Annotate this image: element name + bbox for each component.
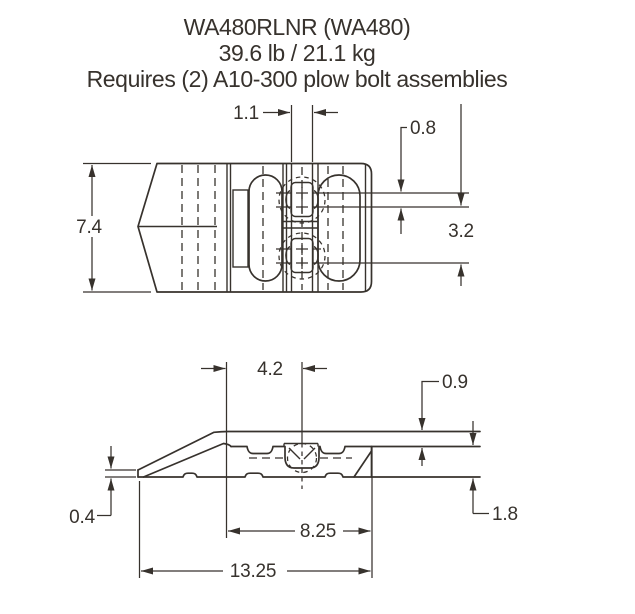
dim-label-8-25: 8.25 [300, 521, 336, 542]
step-recess [232, 189, 249, 268]
left-slot [248, 174, 283, 282]
rear-chamfer [353, 450, 373, 478]
dim-label-3-2: 3.2 [448, 221, 474, 242]
part-number-title: WA480RLNR (WA480) [184, 14, 411, 40]
bolt-hidden-circle [286, 442, 318, 474]
dim-label-1-1: 1.1 [233, 103, 259, 124]
dimension-leader-arrow [418, 380, 439, 430]
body-outline [137, 162, 373, 293]
crosshair [296, 257, 308, 269]
dim-slot-length: 8.25 [228, 521, 371, 542]
dim-hole-pitch: 0.8 [397, 118, 436, 234]
dim-label-1-8: 1.8 [492, 504, 518, 525]
right-slot [317, 174, 361, 282]
extension-line [105, 469, 136, 478]
extension-line [83, 162, 151, 293]
dim-label-0-4: 0.4 [69, 507, 95, 528]
dim-label-4-2: 4.2 [257, 359, 283, 380]
bolt-washer-hidden-circle [278, 232, 326, 280]
side-view: 4.2 0.9 1.8 0.4 8.25 [69, 359, 518, 582]
upper-bolt-feature [278, 176, 326, 224]
dim-overall-length: 13.25 [141, 561, 371, 582]
dimension-leader-arrow [397, 126, 407, 192]
dim-overall-width: 7.4 [76, 162, 151, 293]
countersink-line [288, 447, 316, 460]
crosshair [296, 243, 308, 255]
requirements-title: Requires (2) A10-300 plow bolt assemblie… [87, 66, 508, 92]
dim-tip-thickness: 0.4 [69, 446, 115, 528]
dim-label-7-4: 7.4 [76, 217, 102, 238]
bolt-washer-hidden-circle [278, 176, 326, 224]
top-surface-line [137, 430, 481, 471]
dim-label-0-9: 0.9 [442, 372, 468, 393]
top-view: 7.4 1.1 0.8 3.2 [76, 103, 474, 293]
bolt-square [290, 181, 314, 218]
dim-label-0-8: 0.8 [410, 118, 436, 139]
dim-edge-to-bolt-center: 4.2 [201, 359, 327, 380]
bolt-square [290, 237, 314, 274]
boss-rim [283, 442, 319, 447]
crosshair [296, 201, 308, 213]
dim-label-13-25: 13.25 [230, 561, 277, 582]
mid-surface-line [230, 445, 481, 469]
crosshair [296, 187, 308, 199]
extension-line [290, 105, 314, 162]
center-bar [283, 220, 318, 229]
dim-bolt-spacing: 3.2 [448, 104, 474, 286]
dim-base-thickness: 1.8 [469, 421, 518, 525]
bottom-surface-line [137, 472, 481, 478]
dim-bolt-slot-width: 1.1 [233, 103, 338, 162]
title-block: WA480RLNR (WA480) 39.6 lb / 21.1 kg Requ… [87, 14, 508, 92]
weight-title: 39.6 lb / 21.1 kg [219, 40, 376, 66]
dim-top-plate-thickness: 0.9 [418, 372, 468, 466]
